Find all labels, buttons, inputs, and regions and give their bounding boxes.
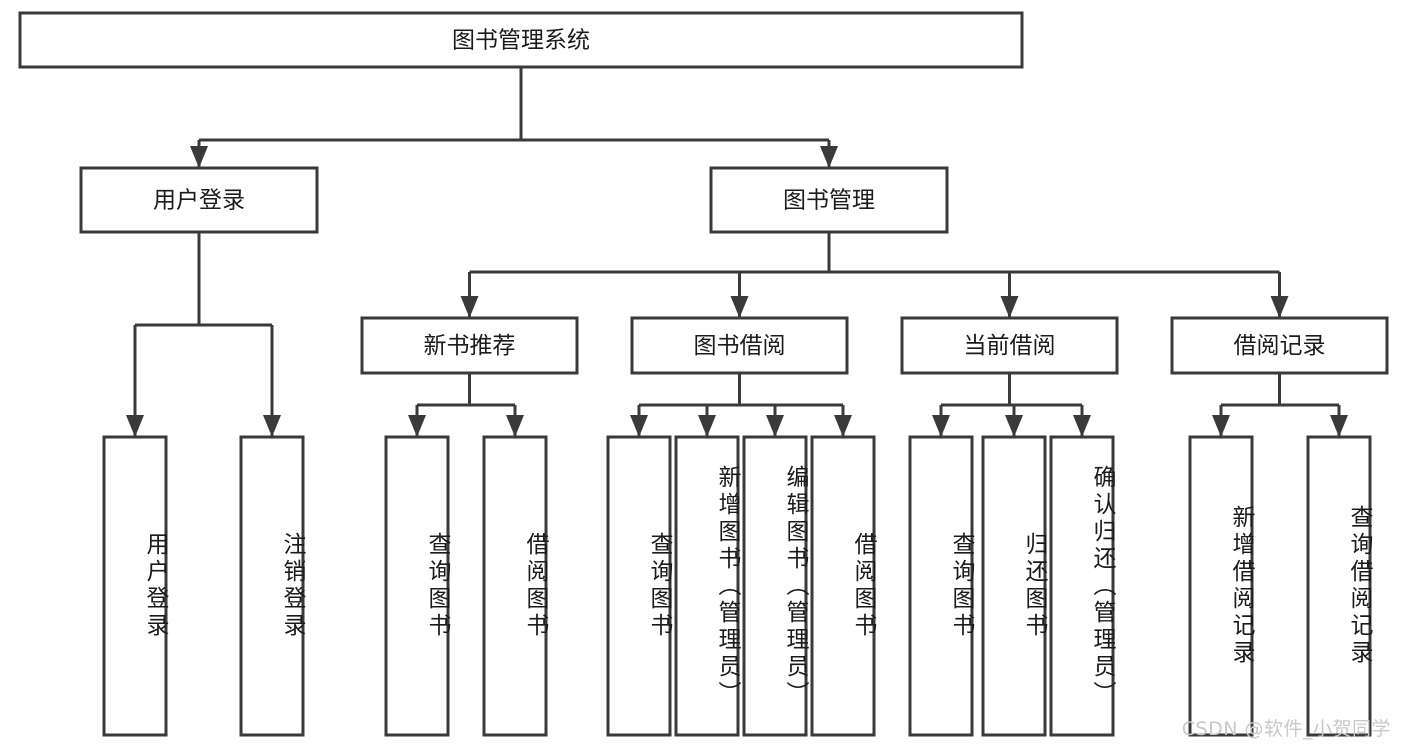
node-leaf-query-book-2-rect[interactable] [606,435,672,737]
arrow-head-leaf-borrow-book-2 [834,415,852,437]
node-n-borrow-record-label: 借阅记录 [1234,333,1326,359]
node-leaf-borrow-book-1-rect[interactable] [482,435,548,737]
node-leaf-borrow-book-2-rect[interactable] [810,435,876,737]
node-leaf-query-record-rect[interactable] [1306,435,1372,737]
node-leaf-query-book-1[interactable] [384,435,450,737]
arrow-head-leaf-confirm-return [1073,415,1091,437]
node-n-current-borrow-label: 当前借阅 [964,333,1056,359]
node-leaf-add-book[interactable] [674,435,740,737]
arrow-head-leaf-query-book-3 [932,415,950,437]
arrow-head-leaf-query-record [1330,415,1348,437]
node-n-borrow-record[interactable]: 借阅记录 [1170,316,1389,375]
node-leaf-query-book-3[interactable] [908,435,974,737]
arrow-head-leaf-query-book-2 [630,415,648,437]
arrow-head-n-user-login [190,146,208,168]
node-leaf-query-book-3-rect[interactable] [908,435,974,737]
arrow-head-leaf-add-record [1212,415,1230,437]
node-leaf-edit-book[interactable] [742,435,808,737]
arrow-head-leaf-return-book [1005,415,1023,437]
node-leaf-user-login[interactable] [102,435,168,737]
node-leaf-borrow-book-2[interactable] [810,435,876,737]
csdn-watermark: CSDN @软件_小贺同学 [1181,718,1391,740]
node-leaf-add-book-rect[interactable] [674,435,740,737]
node-leaf-logout-login[interactable] [239,435,305,737]
node-leaf-borrow-book-1[interactable] [482,435,548,737]
node-n-book-manage[interactable]: 图书管理 [709,166,949,234]
node-n-user-login-rect[interactable] [79,166,319,234]
node-n-current-borrow-rect[interactable] [900,316,1119,375]
arrow-head-leaf-add-book [698,415,716,437]
node-leaf-add-record[interactable] [1188,435,1254,737]
node-n-borrow-record-rect[interactable] [1170,316,1389,375]
node-leaf-logout-login-rect[interactable] [239,435,305,737]
arrow-head-n-current-borrow [1000,296,1019,318]
node-n-user-login-label: 用户登录 [153,188,245,214]
node-n-book-borrow-rect[interactable] [630,316,849,375]
node-leaf-query-book-2[interactable] [606,435,672,737]
arrow-head-n-book-borrow [730,296,749,318]
node-n-new-book-rec-label: 新书推荐 [424,333,516,359]
arrow-head-n-new-book-rec [460,296,479,318]
arrow-head-leaf-logout-login [263,415,281,437]
node-n-book-borrow-label: 图书借阅 [694,333,786,359]
node-root-rect[interactable] [18,11,1024,69]
node-n-new-book-rec[interactable]: 新书推荐 [360,316,579,375]
arrow-head-leaf-edit-book [766,415,784,437]
node-n-book-manage-rect[interactable] [709,166,949,234]
arrow-head-leaf-borrow-book-1 [506,415,524,437]
node-leaf-query-book-1-rect[interactable] [384,435,450,737]
node-root-label: 图书管理系统 [452,28,590,54]
node-leaf-confirm-return-rect[interactable] [1049,435,1115,737]
node-n-user-login[interactable]: 用户登录 [79,166,319,234]
node-leaf-confirm-return[interactable] [1049,435,1115,737]
arrow-head-n-book-manage [820,146,838,168]
node-leaf-query-record[interactable] [1306,435,1372,737]
node-root[interactable]: 图书管理系统 [18,11,1024,69]
node-leaf-edit-book-rect[interactable] [742,435,808,737]
node-n-book-borrow[interactable]: 图书借阅 [630,316,849,375]
node-n-book-manage-label: 图书管理 [783,188,875,214]
node-leaf-return-book-rect[interactable] [981,435,1047,737]
node-leaf-user-login-rect[interactable] [102,435,168,737]
arrow-head-leaf-user-login [126,415,144,437]
arrow-head-n-borrow-record [1270,296,1289,318]
arrow-head-leaf-query-book-1 [408,415,426,437]
node-leaf-add-record-rect[interactable] [1188,435,1254,737]
node-leaf-return-book[interactable] [981,435,1047,737]
connectors-layer [126,67,1348,437]
node-n-new-book-rec-rect[interactable] [360,316,579,375]
node-n-current-borrow[interactable]: 当前借阅 [900,316,1119,375]
